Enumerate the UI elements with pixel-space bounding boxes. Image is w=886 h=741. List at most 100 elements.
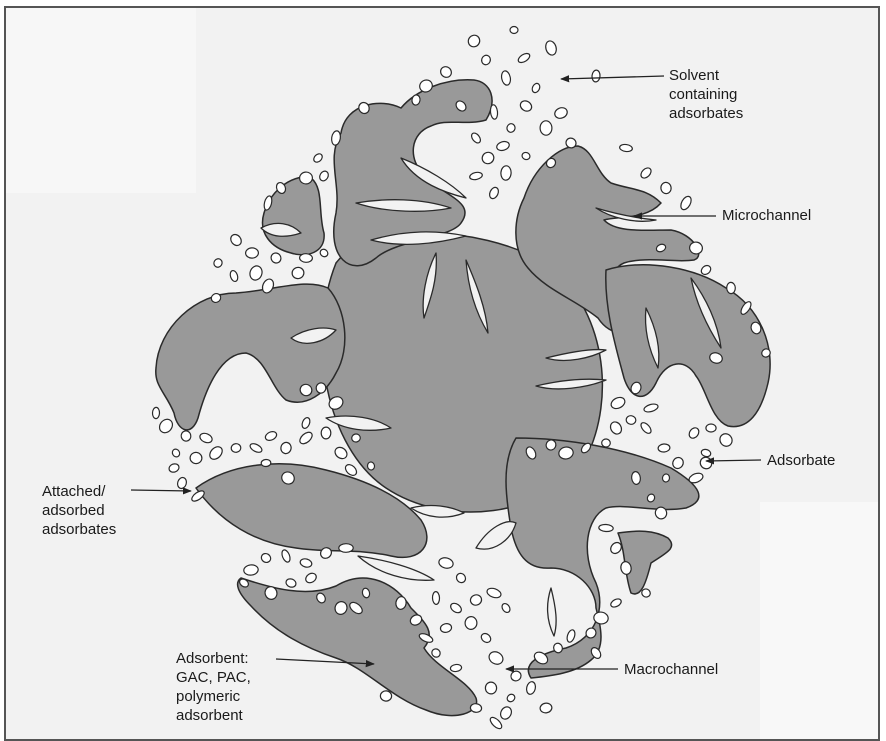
adsorbate-particle: [700, 448, 711, 457]
adsorbate-particle: [440, 623, 453, 634]
adsorbate-particle: [243, 564, 258, 576]
adsorbate-particle: [609, 597, 622, 608]
arrow-adsorbate: [706, 460, 761, 461]
adsorbate-particle: [333, 445, 349, 461]
adsorbate-particle: [599, 524, 614, 532]
adsorbate-particle: [189, 452, 202, 465]
adsorbate-particle: [509, 670, 522, 683]
adsorbate-particle: [319, 248, 330, 259]
adsorbate-particle: [321, 427, 331, 439]
adsorbate-particle: [260, 552, 273, 564]
adsorbate-particle: [679, 195, 694, 212]
adsorbate-particle: [500, 70, 511, 86]
adsorbate-particle: [517, 52, 532, 65]
adsorbate-particle: [168, 462, 180, 473]
adsorbate-particle: [671, 456, 686, 471]
adsorbate-particle: [506, 693, 517, 704]
adsorbate-particle: [231, 443, 242, 453]
adsorbent-lobe-lower-right: [506, 438, 699, 678]
adsorbate-particle: [212, 257, 223, 269]
adsorbate-particle: [280, 549, 291, 563]
adsorbate-particle: [619, 144, 633, 153]
adsorbate-particle: [498, 705, 513, 721]
adsorbate-particle: [450, 664, 462, 672]
label-microchannel: Microchannel: [722, 206, 811, 225]
adsorbate-particle: [487, 649, 505, 666]
adsorbate-particle: [304, 571, 318, 584]
adsorbate-particle: [152, 407, 159, 418]
adsorbate-particle: [601, 439, 610, 448]
label-attached: Attached/ adsorbed adsorbates: [42, 482, 116, 539]
adsorbate-particle: [470, 131, 482, 144]
adsorbate-particle: [229, 270, 239, 283]
adsorbate-particle: [480, 150, 496, 166]
adsorbate-particle: [700, 264, 713, 277]
microchannel: [476, 522, 516, 549]
adsorbate-particle: [438, 64, 453, 79]
adsorbate-particle: [466, 33, 482, 49]
adsorbate-particle: [500, 165, 511, 180]
adsorbate-particle: [485, 682, 497, 694]
adsorbate-particle: [488, 186, 500, 200]
adsorbate-particle: [291, 266, 305, 280]
adsorbate-particle: [438, 556, 454, 569]
adsorbent-diagram: [6, 8, 880, 741]
label-adsorbate: Adsorbate: [767, 451, 835, 470]
adsorbate-particle: [264, 430, 278, 442]
arrow-attached: [131, 490, 191, 491]
adsorbate-particle: [455, 572, 468, 585]
adsorbate-particle: [643, 403, 659, 414]
adsorbate-particle: [539, 702, 552, 713]
adsorbate-particle: [518, 99, 533, 113]
adsorbate-particle: [658, 444, 670, 453]
diagram-frame: Solvent containing adsorbates Microchann…: [4, 6, 880, 741]
adsorbate-particle: [198, 432, 213, 445]
adsorbate-particle: [525, 681, 536, 695]
adsorbate-particle: [544, 40, 558, 57]
adsorbate-particle: [480, 54, 491, 66]
adsorbate-particle: [566, 629, 577, 643]
adsorbate-particle: [432, 591, 439, 604]
adsorbate-particle: [280, 441, 292, 454]
adsorbent-lobe-top-left: [263, 177, 325, 255]
adsorbate-particle: [490, 104, 498, 119]
adsorbate-particle: [553, 106, 569, 120]
adsorbate-particle: [171, 448, 181, 458]
adsorbate-particle: [486, 587, 502, 600]
adsorbate-particle: [449, 601, 463, 614]
adsorbate-particle: [316, 382, 327, 393]
adsorbate-particle: [625, 415, 636, 425]
adsorbate-particle: [470, 703, 482, 713]
label-solvent: Solvent containing adsorbates: [669, 66, 743, 123]
adsorbate-particle: [157, 417, 175, 436]
adsorbate-particle: [249, 442, 264, 454]
adsorbate-particle: [500, 602, 511, 614]
adsorbate-particle: [469, 593, 483, 606]
adsorbate-particle: [299, 558, 312, 569]
adsorbate-particle: [706, 424, 716, 432]
adsorbate-particle: [465, 616, 477, 629]
adsorbate-particle: [339, 544, 354, 553]
adsorbate-particle: [245, 248, 258, 259]
adsorbate-particle: [248, 264, 264, 281]
label-macrochannel: Macrochannel: [624, 660, 718, 679]
adsorbate-particle: [318, 170, 330, 183]
macrochannel: [358, 556, 434, 580]
adsorbate-particle: [285, 577, 297, 588]
adsorbate-particle: [609, 395, 626, 410]
adsorbate-particle: [229, 232, 244, 247]
adsorbate-particle: [480, 632, 493, 645]
adsorbate-particle: [299, 253, 312, 262]
adsorbent-lobe-left: [156, 284, 345, 430]
adsorbate-particle: [521, 151, 531, 160]
adsorbate-particle: [726, 282, 735, 294]
adsorbate-particle: [380, 691, 392, 702]
adsorbate-particle: [180, 430, 192, 442]
adsorbate-particle: [298, 430, 315, 446]
adsorbate-particle: [592, 70, 601, 82]
adsorbate-particle: [506, 123, 516, 133]
label-adsorbent: Adsorbent: GAC, PAC, polymeric adsorbent: [176, 649, 251, 725]
adsorbate-particle: [660, 182, 672, 195]
arrow-solvent: [561, 76, 664, 79]
adsorbent-particle: [156, 80, 770, 716]
